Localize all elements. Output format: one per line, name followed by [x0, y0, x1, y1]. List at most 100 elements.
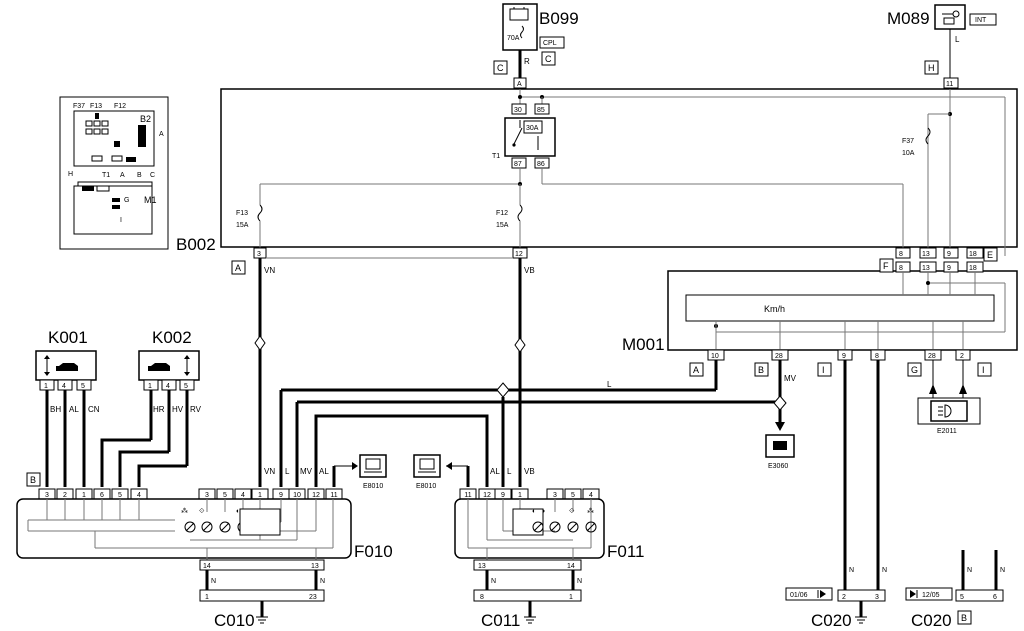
f011-label: F011 [607, 542, 645, 561]
b099-label: B099 [539, 9, 579, 28]
f010-pin-3: 3 [45, 492, 49, 499]
relay-t1-label: T1 [492, 153, 500, 160]
f011-pin-12: 12 [483, 492, 491, 499]
inset-c: C [150, 172, 155, 179]
f010-pin-14: 14 [203, 563, 211, 570]
wire-vb-top: VB [524, 266, 535, 275]
relay-rating: 30A [526, 125, 539, 132]
svg-text:⟐: ⟐ [199, 508, 205, 515]
f010-ground-wire-2: N [320, 578, 325, 585]
m089-tag: INT [975, 17, 987, 24]
svg-text:◑: ◑ [541, 508, 545, 515]
k001-wire-bh: BH [50, 405, 61, 414]
k001-pin-4: 4 [62, 383, 66, 390]
m001-pin-10: 10 [711, 353, 719, 360]
b099-tag: CPL [543, 40, 557, 47]
svg-text:⟐: ⟐ [569, 508, 575, 515]
f010-ground-wire-1: N [211, 578, 216, 585]
b099-wire-color: R [524, 57, 530, 66]
b002-location-inset: F37 F13 F12 B2 A T1 A B C H M1 G I [59, 96, 169, 250]
c010-pin-1: 1 [205, 594, 209, 601]
c020b-pin-6: 6 [993, 594, 997, 601]
f010-pin-11: 11 [330, 492, 337, 499]
b002-conn-a: A [235, 263, 241, 273]
b002-conn-f: F [883, 261, 889, 271]
fuse-f13-name: F13 [236, 210, 248, 217]
m001-conn-a: A [693, 365, 699, 375]
b002-pin-8: 8 [899, 251, 903, 258]
f010-wire-mv: MV [300, 467, 313, 476]
f010-pin-4: 4 [137, 492, 141, 499]
f010-wire-al: AL [319, 467, 329, 476]
inset-b2: B2 [140, 114, 151, 124]
b099-fuse-rating: 70A [507, 35, 520, 42]
f011-ground-wire-1: N [491, 578, 496, 585]
inset-g: G [124, 197, 129, 204]
e2011-label: E2011 [937, 428, 957, 435]
f011-pin-14: 14 [567, 563, 575, 570]
m001-display-text: Km/h [764, 304, 785, 314]
b002-label: B002 [176, 235, 216, 254]
svg-text:⁂: ⁂ [587, 507, 594, 515]
svg-text:◐: ◐ [236, 508, 240, 515]
f010-wire-vn: VN [264, 467, 275, 476]
m001-pin-9: 9 [842, 353, 846, 360]
b099-conn-left: C [497, 63, 504, 73]
f010-pin-1: 1 [258, 492, 262, 499]
k002-pin-5: 5 [184, 383, 188, 390]
m001-instrument-panel: M001 Km/h F 8 13 9 18 10 28 9 [622, 258, 1018, 377]
inset-a2: A [120, 172, 125, 179]
k001-switch: K001 1 4 5 [35, 328, 97, 391]
k002-wire-hv: HV [172, 405, 184, 414]
svg-text:◐: ◐ [532, 508, 536, 515]
m089-conn: H [928, 63, 935, 73]
c010-ground: 1 23 C010 [199, 589, 325, 630]
f010-pin-1: 1 [82, 492, 86, 499]
f010-pin-12: 12 [312, 492, 320, 499]
e8010-left-label: E8010 [363, 483, 383, 490]
f010-pin-3: 3 [205, 492, 209, 499]
f010-pin-9: 9 [279, 492, 283, 499]
fuse-f12-rating: 15A [496, 222, 509, 229]
m001-pin-28b: 28 [928, 353, 936, 360]
k002-label: K002 [152, 328, 192, 347]
k002-pin-4: 4 [166, 383, 170, 390]
f011-wire-l: L [507, 467, 512, 476]
m001-in-pin-13: 13 [922, 265, 930, 272]
f011-ground-wire-2: N [577, 578, 582, 585]
c020a-ref: 01/06 [790, 592, 808, 599]
c020a-wire-n2: N [882, 567, 887, 574]
f010-pin-5: 5 [118, 492, 122, 499]
svg-text:⁂: ⁂ [181, 507, 188, 515]
fuse-f37-rating: 10A [902, 150, 915, 157]
f011-pin-11: 11 [464, 492, 471, 499]
relay-pin-87: 87 [514, 161, 522, 168]
e8010-left-connector: E8010 [359, 454, 387, 490]
k001-pin-5: 5 [81, 383, 85, 390]
m001-conn-b: B [758, 365, 764, 375]
c020a-pin-3: 3 [875, 594, 879, 601]
f010-pin-13: 13 [311, 563, 319, 570]
m089-pin: 11 [946, 81, 953, 88]
f010-pin-2: 2 [63, 492, 67, 499]
m001-conn-i: I [822, 365, 825, 375]
b002-pin-18: 18 [969, 251, 977, 258]
relay-t1: 30 85 30A T1 87 86 [492, 103, 556, 169]
k002-wire-rv: RV [190, 405, 202, 414]
m001-in-pin-8: 8 [899, 265, 903, 272]
f011-pin-4: 4 [589, 492, 593, 499]
f011-pin-13: 13 [478, 563, 486, 570]
fuse-f13-rating: 15A [236, 222, 249, 229]
c020-ground-a: 01/06 2 3 C020 [785, 587, 886, 630]
m001-pin-8: 8 [875, 353, 879, 360]
e2011-lamp: E2011 [917, 397, 981, 435]
inset-m1: M1 [144, 195, 157, 205]
k001-pin-1: 1 [44, 383, 48, 390]
k002-wire-hr: HR [153, 405, 165, 414]
f010-pin-10: 10 [293, 492, 301, 499]
wire-l-label: L [607, 380, 612, 389]
b002-conn-e: E [987, 250, 993, 260]
e8010-right-label: E8010 [416, 483, 436, 490]
c011-pin-1: 1 [569, 594, 573, 601]
f011-pin-1: 1 [518, 492, 522, 499]
